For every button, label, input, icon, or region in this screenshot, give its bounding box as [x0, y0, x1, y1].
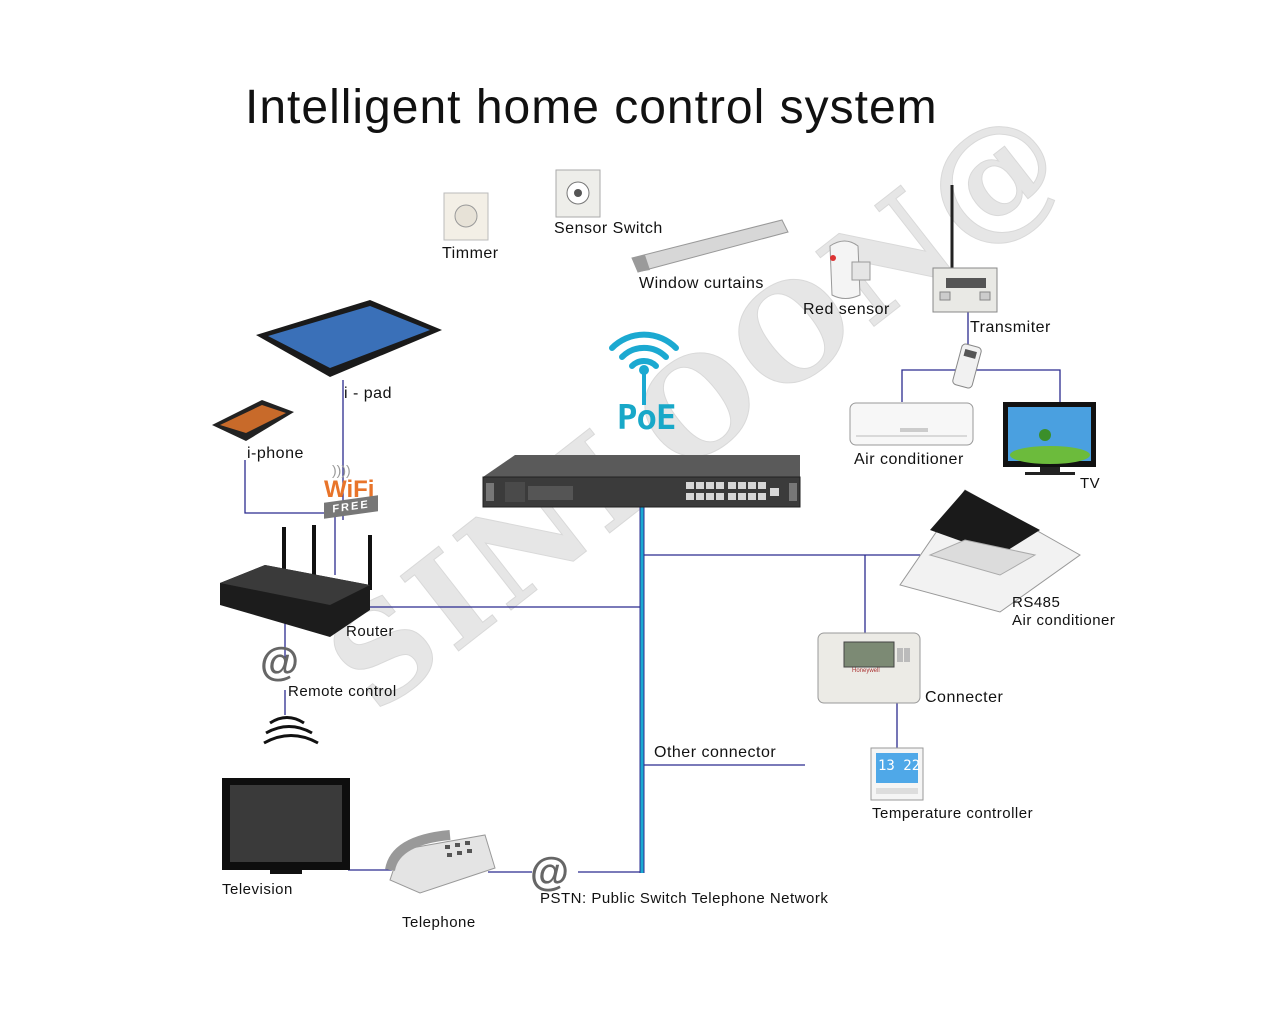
- tv-label: TV: [1080, 475, 1101, 492]
- transmiter-icon: [932, 185, 998, 313]
- rs485-label: RS485: [1012, 594, 1061, 611]
- window-curtains-label: Window curtains: [639, 275, 764, 292]
- transmiter-label: Transmiter: [970, 319, 1051, 336]
- wifi-free-badge: )))) WiFi FREE: [324, 462, 378, 519]
- other-connector-label: Other connector: [654, 744, 777, 761]
- rs485-ac-label: Air conditioner: [1012, 612, 1116, 629]
- wifi-arc-icon: )))): [332, 462, 351, 478]
- air-conditioner-label: Air conditioner: [854, 451, 964, 468]
- remote-at-icon: @: [260, 640, 300, 684]
- sensor-switch-icon: [555, 169, 601, 218]
- page-title: Intelligent home control system: [245, 81, 938, 134]
- pstn-at-icon: @: [530, 850, 570, 894]
- red-sensor-label: Red sensor: [803, 301, 890, 318]
- iphone-icon: [212, 400, 294, 441]
- timmer-label: Timmer: [442, 245, 499, 262]
- poe-wifi-icon: [609, 331, 679, 405]
- cassette-ac-icon: [899, 489, 1081, 613]
- remote-control-label: Remote control: [288, 683, 397, 700]
- red-sensor-icon: [829, 240, 871, 299]
- temperature-controller-icon: [870, 747, 924, 801]
- wire-iphone-router: [244, 460, 335, 514]
- connecter-icon: [817, 632, 921, 704]
- poe-label: PoE: [617, 398, 676, 438]
- router-icon: [220, 525, 372, 637]
- television-label: Television: [222, 881, 293, 898]
- tv-icon: [1003, 402, 1096, 475]
- router-label: Router: [346, 623, 395, 640]
- poe-switch-icon: [482, 455, 801, 508]
- telephone-label: Telephone: [402, 914, 476, 931]
- temperature-controller-label: Temperature controller: [872, 805, 1034, 822]
- ipad-label: i - pad: [344, 385, 392, 402]
- sensor-switch-label: Sensor Switch: [554, 220, 663, 237]
- ipad-icon: [256, 300, 442, 377]
- thermostat-brand: Honeywell: [852, 668, 880, 674]
- iphone-label: i-phone: [247, 445, 304, 462]
- telephone-icon: [385, 830, 496, 894]
- connecter-label: Connecter: [925, 689, 1004, 706]
- ir-remote-icon: [952, 343, 982, 389]
- remote-waves-icon: [263, 716, 319, 745]
- curtain-motor-icon: [631, 219, 789, 273]
- thermostat-reading: 13 22: [878, 758, 921, 774]
- timmer-icon: [443, 192, 489, 241]
- pstn-label: PSTN: Public Switch Telephone Network: [540, 890, 829, 907]
- wire-transmiter-ac-tv: [901, 369, 1061, 402]
- air-conditioner-icon: [849, 402, 974, 446]
- television-icon: [222, 778, 350, 874]
